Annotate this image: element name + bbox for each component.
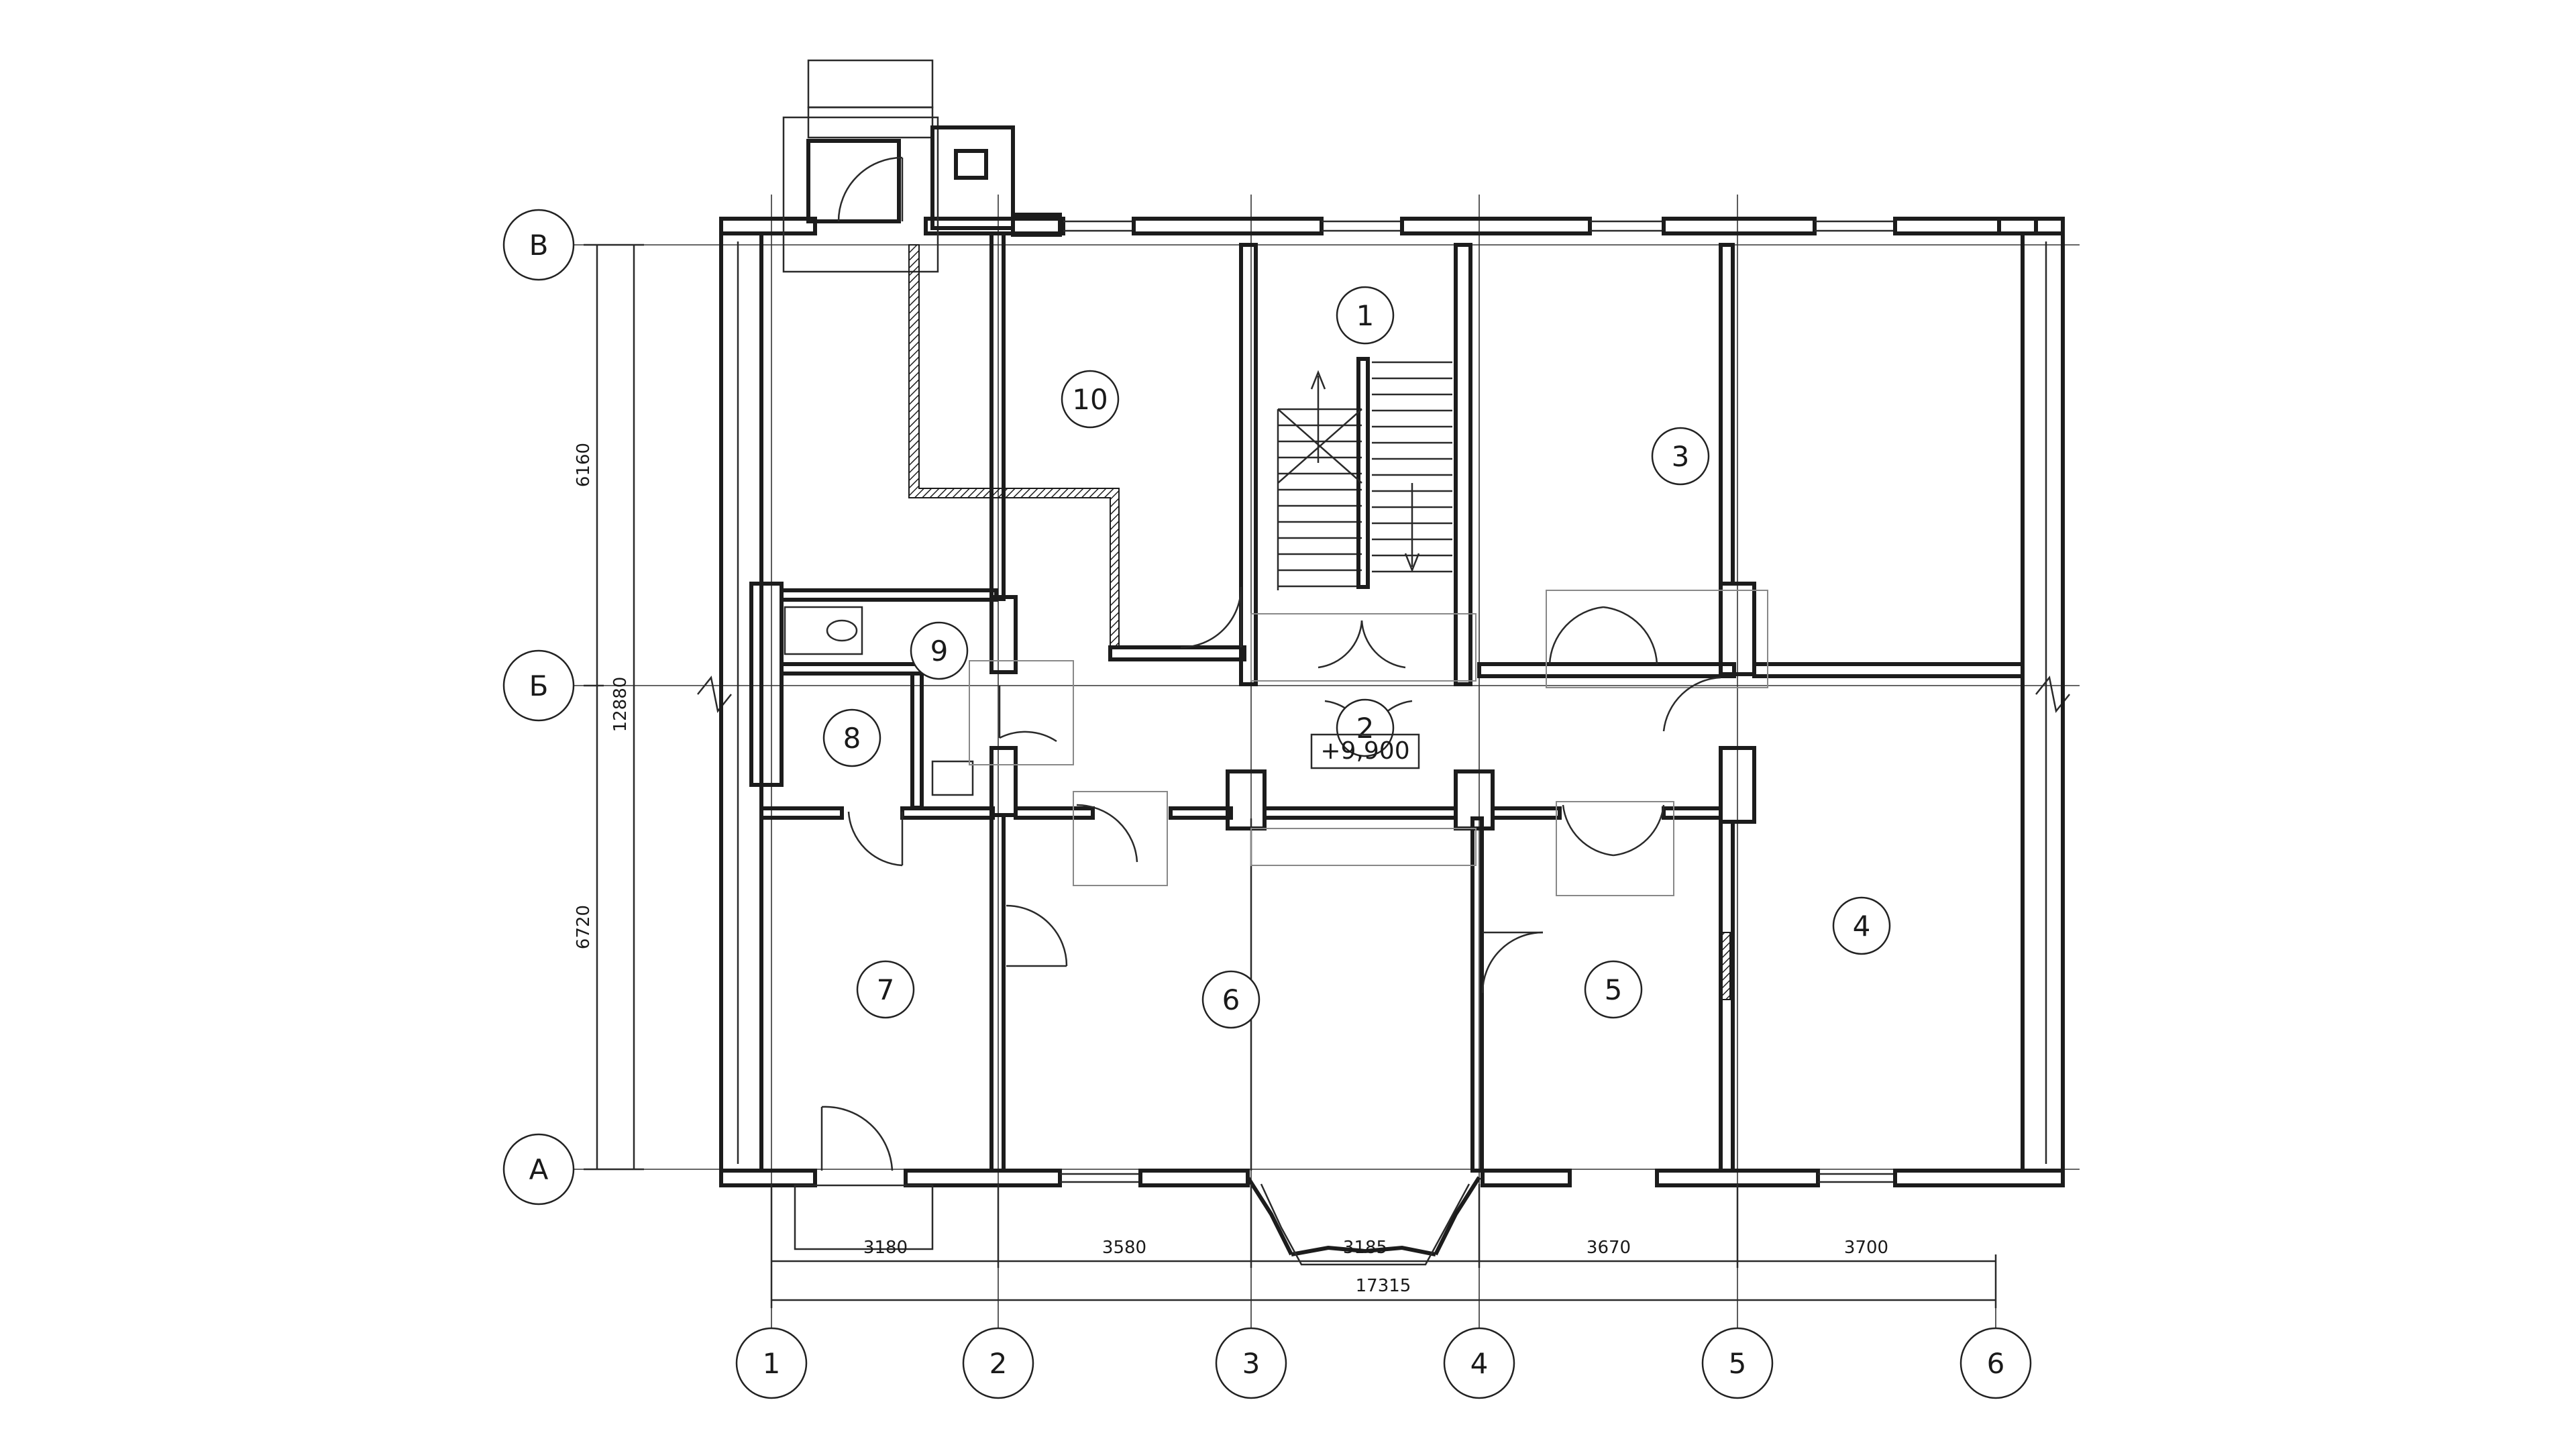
axis-bubble-v: В <box>529 229 549 262</box>
stair-central-wall <box>1356 357 1370 589</box>
level-mark: +9,900 <box>1310 733 1420 769</box>
room-label-6: 6 <box>1222 983 1240 1016</box>
exterior-walls <box>719 217 2065 1266</box>
axis-bubble-a: А <box>529 1153 549 1186</box>
stair-landing-line <box>1277 409 1362 484</box>
room-bubble-9 <box>910 621 969 680</box>
dim-bottom-1: 3180 <box>863 1238 908 1258</box>
stair-arrow-head <box>1310 370 1326 390</box>
room-label-1: 1 <box>1356 299 1375 332</box>
axis-bubbles-numbers: 1 2 3 4 5 6 <box>735 1327 2032 1399</box>
room-label-9: 9 <box>930 635 949 667</box>
axis-bubbles-letters: В Б А <box>502 209 575 1205</box>
room-bubble-7 <box>856 960 915 1019</box>
dim-bottom-4: 3670 <box>1587 1238 1631 1258</box>
level-mark-text: +9,900 <box>1320 737 1409 765</box>
room-bubble-10 <box>1061 370 1120 429</box>
dimensions-left: 6160 6720 12880 <box>574 244 644 1171</box>
room-bubble-3 <box>1651 427 1710 486</box>
dim-left-2: 6720 <box>574 905 594 949</box>
dim-bottom-total: 17315 <box>1356 1276 1411 1296</box>
dim-bottom-3: 3185 <box>1343 1238 1387 1258</box>
room-label-5: 5 <box>1605 973 1623 1006</box>
doors <box>794 586 1768 1250</box>
room-bubble-1 <box>1336 286 1395 345</box>
dim-left-total: 12880 <box>610 677 631 733</box>
stair-arrow-head <box>1404 553 1420 573</box>
dim-bottom-2: 3580 <box>1102 1238 1146 1258</box>
axis-bubble-3: 3 <box>1242 1347 1260 1380</box>
axis-bubble-2: 2 <box>989 1347 1008 1380</box>
room-bubble-6 <box>1201 970 1260 1029</box>
room-bubble-8 <box>822 708 881 767</box>
room-label-8: 8 <box>843 722 861 755</box>
axis-grid-lines <box>570 195 2080 1335</box>
axis-bubble-1: 1 <box>763 1347 781 1380</box>
dimensions-bottom: 3180 3580 3185 3670 3700 17315 <box>770 1184 1997 1308</box>
interior-walls <box>759 231 2025 1173</box>
axis-bubble-6: 6 <box>1987 1347 2005 1380</box>
axis-bubble-b: Б <box>529 669 549 702</box>
dim-bottom-5: 3700 <box>1844 1238 1888 1258</box>
room-labels: 1 2 3 4 5 6 7 8 9 10 <box>822 286 1891 1029</box>
axis-bubble-5: 5 <box>1729 1347 1747 1380</box>
room-label-10: 10 <box>1072 383 1108 416</box>
axis-bubble-4: 4 <box>1470 1347 1489 1380</box>
room-bubble-4 <box>1832 896 1891 955</box>
room-bubble-2 <box>1336 698 1395 757</box>
north-annex <box>782 59 1062 273</box>
staircase <box>1277 357 1452 590</box>
room-label-7: 7 <box>877 973 895 1006</box>
room-label-3: 3 <box>1672 440 1690 473</box>
room-bubble-5 <box>1584 960 1643 1019</box>
room-label-4: 4 <box>1853 910 1871 943</box>
dim-left-1: 6160 <box>574 443 594 487</box>
room-label-2: 2 <box>1356 712 1375 745</box>
